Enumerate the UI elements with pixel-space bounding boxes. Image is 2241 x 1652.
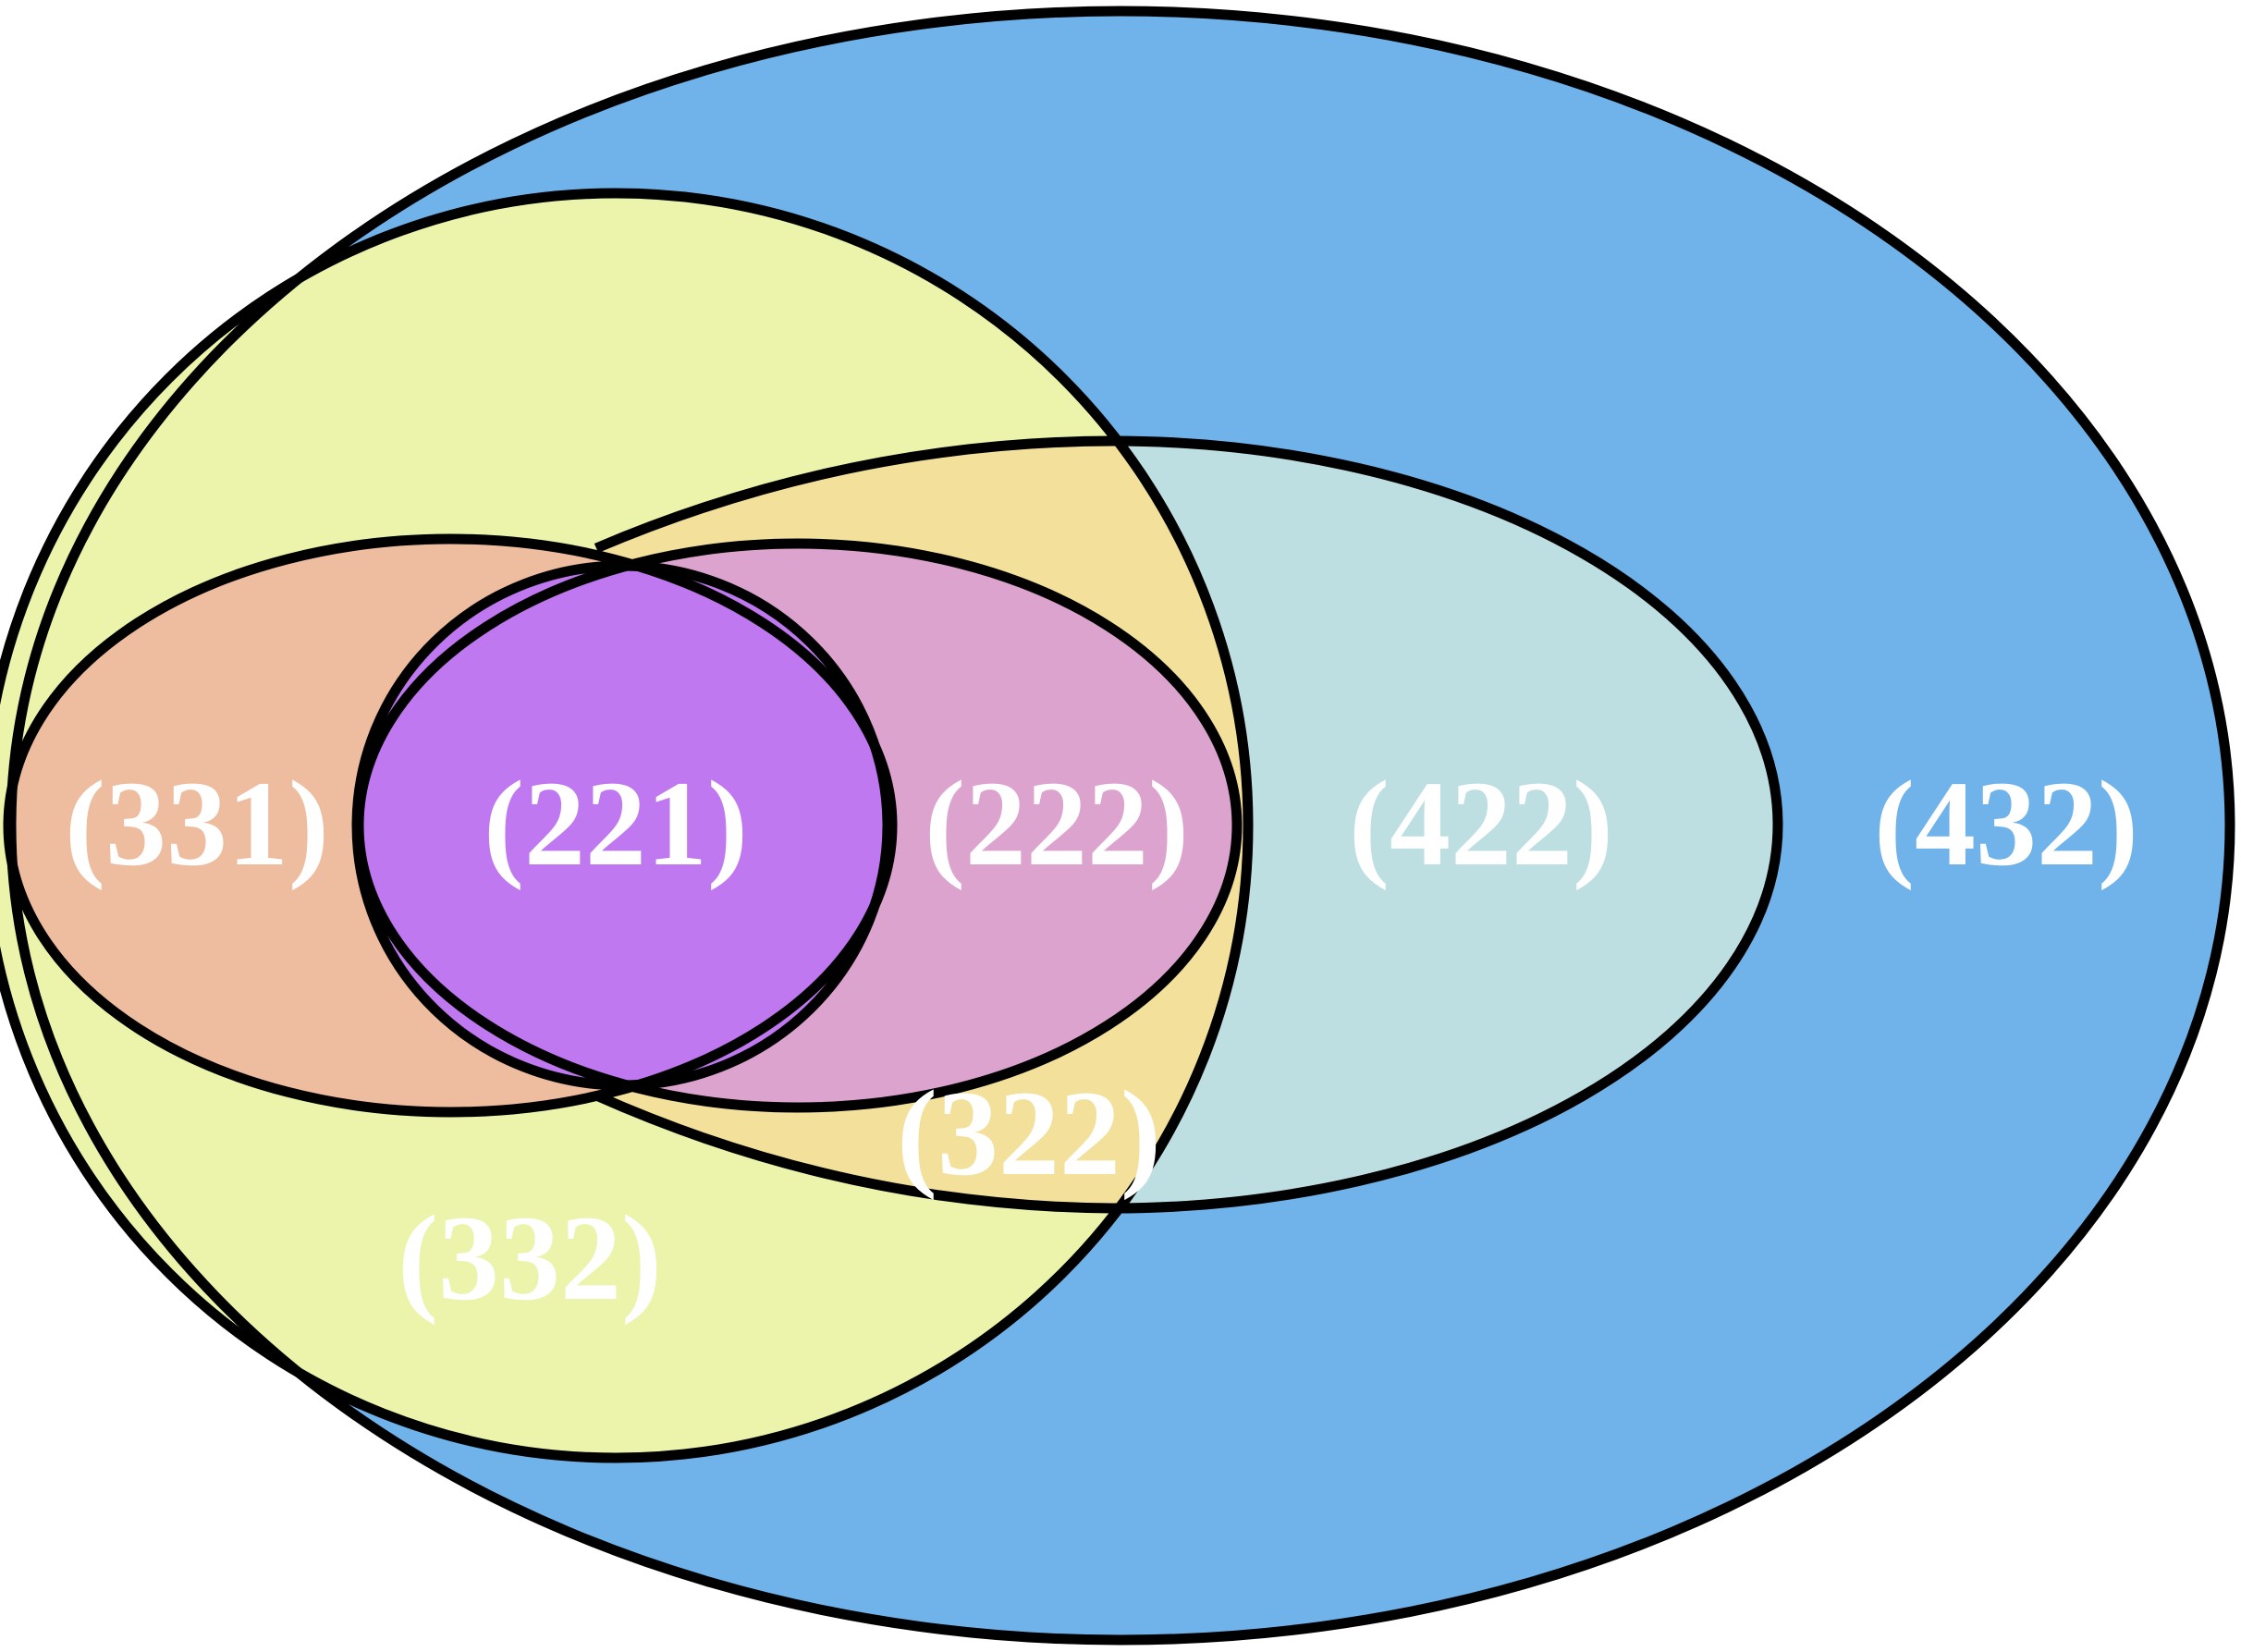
outline-221 bbox=[351, 560, 893, 1091]
outline-332 bbox=[0, 188, 1254, 1463]
label-221: (221) bbox=[484, 755, 748, 891]
label-422: (422) bbox=[1349, 755, 1613, 891]
outline-422 bbox=[594, 435, 1783, 1214]
label-222: (222) bbox=[925, 755, 1189, 891]
label-432: (432) bbox=[1874, 755, 2138, 891]
region-221 bbox=[357, 566, 888, 1085]
label-331: (331) bbox=[65, 755, 329, 891]
label-322: (322) bbox=[897, 1065, 1161, 1201]
label-332: (332) bbox=[398, 1190, 662, 1326]
